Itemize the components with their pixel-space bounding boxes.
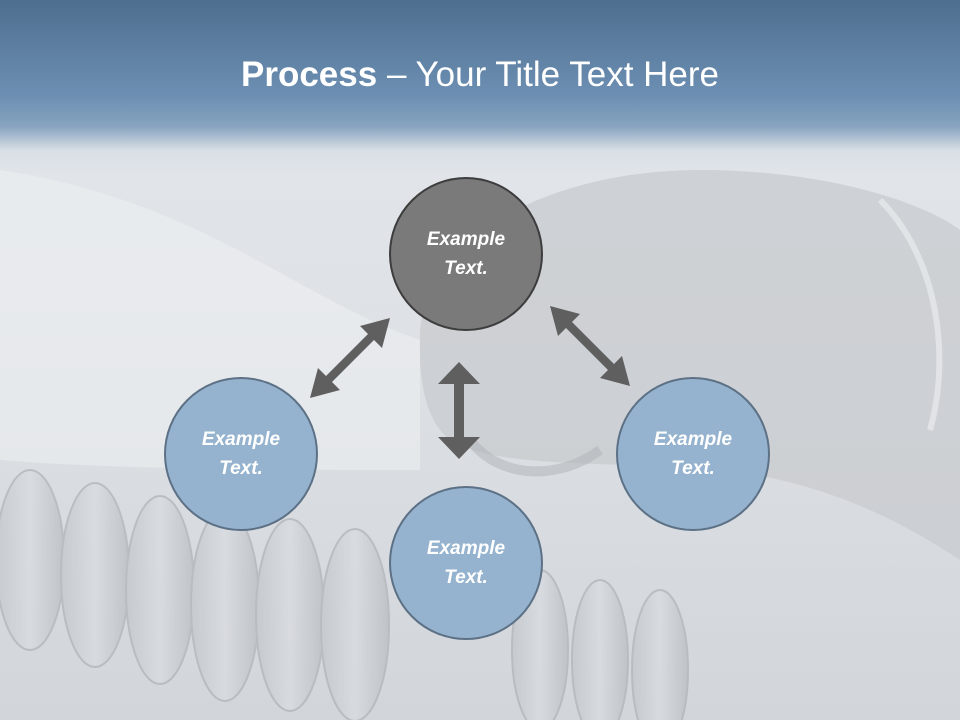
- double-arrow-top-left: [310, 318, 390, 398]
- process-node-top: Example Text.: [389, 177, 543, 331]
- slide-title-bold: Process: [241, 55, 378, 94]
- slide-title-rest: – Your Title Text Here: [377, 55, 719, 94]
- node-label: Example Text.: [426, 538, 506, 588]
- node-label: Example Text.: [201, 429, 281, 479]
- slide-title: Process – Your Title Text Here: [0, 52, 960, 98]
- double-arrow-vertical: [438, 362, 480, 459]
- process-node-right: Example Text.: [616, 377, 770, 531]
- double-arrow-top-right: [550, 306, 630, 386]
- title-band: [0, 0, 960, 175]
- node-label: Example Text.: [653, 429, 733, 479]
- node-label: Example Text.: [426, 229, 506, 279]
- process-node-bottom: Example Text.: [389, 486, 543, 640]
- process-node-left: Example Text.: [164, 377, 318, 531]
